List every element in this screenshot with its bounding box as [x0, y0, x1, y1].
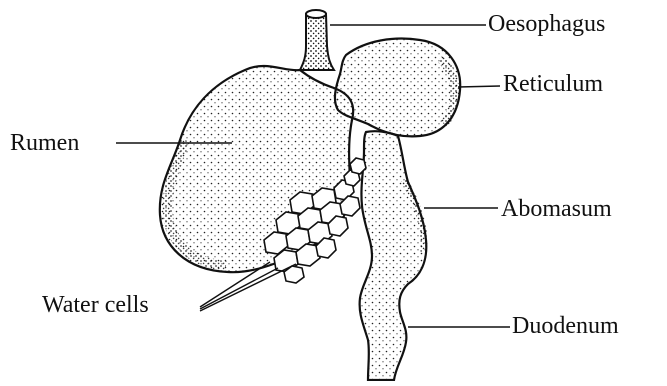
label-water-cells: Water cells [42, 293, 149, 317]
abomasum-shape [360, 131, 427, 380]
leader-water-2 [200, 268, 278, 309]
label-abomasum: Abomasum [501, 197, 612, 221]
label-duodenum: Duodenum [512, 314, 619, 338]
leader-reticulum [458, 86, 500, 87]
label-rumen: Rumen [10, 131, 79, 155]
label-reticulum: Reticulum [503, 72, 603, 96]
label-oesophagus: Oesophagus [488, 12, 605, 36]
oesophagus-shape [300, 10, 334, 70]
reticulum-shape [335, 39, 460, 137]
